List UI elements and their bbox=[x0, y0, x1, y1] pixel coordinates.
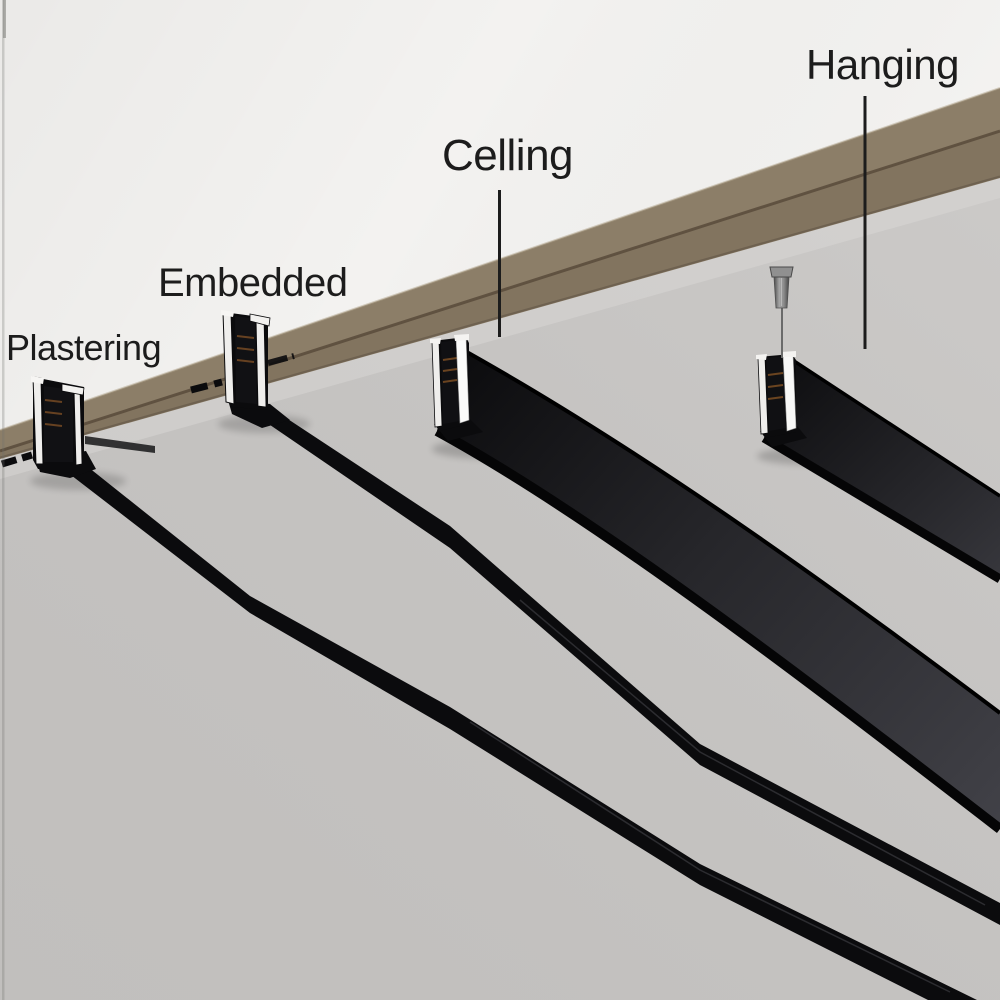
label-plastering: Plastering bbox=[6, 327, 161, 368]
embedded-right-wall bbox=[255, 316, 267, 408]
celling-band-sheen bbox=[437, 346, 1000, 829]
track-head-celling bbox=[430, 334, 483, 441]
plastering-right-flange bbox=[61, 383, 85, 396]
hanging-band-bottom-rim bbox=[761, 434, 1000, 583]
plastering-conductor-ribs bbox=[44, 399, 63, 427]
plastering-left-flange bbox=[31, 376, 44, 384]
plastering-slot-shadow-right bbox=[85, 436, 155, 453]
hanging-band-top-edge bbox=[793, 359, 1000, 498]
suspension-hardware bbox=[769, 266, 794, 358]
celling-band-bottom-rim bbox=[434, 426, 1000, 833]
suspension-fitting-cap bbox=[769, 266, 794, 278]
embedded-conductor-ribs bbox=[236, 335, 255, 363]
left-edge-artifact bbox=[2, 0, 5, 1000]
label-celling: Celling bbox=[442, 131, 573, 180]
celling-head-cavity bbox=[441, 340, 460, 424]
celling-left-flange bbox=[430, 338, 441, 344]
hanging-band-sheen bbox=[764, 361, 1000, 579]
track-celling-band bbox=[434, 344, 1000, 833]
celling-right-flange bbox=[454, 334, 469, 341]
hanging-right-flange bbox=[781, 351, 796, 357]
label-embedded: Embedded bbox=[158, 261, 347, 305]
track-head-plastering bbox=[31, 376, 96, 478]
plastering-slot-dashes-left bbox=[0, 451, 34, 468]
left-edge-artifact-top bbox=[3, 0, 6, 38]
hanging-left-flange bbox=[756, 354, 767, 360]
track-hanging-band bbox=[761, 359, 1000, 583]
embedded-left-flange bbox=[221, 310, 234, 317]
track-head-embedded bbox=[221, 310, 290, 428]
hanging-conductor-ribs bbox=[767, 372, 784, 400]
plastering-head-cavity bbox=[44, 386, 73, 462]
embedded-slot-dashes-right bbox=[267, 353, 295, 366]
plastering-slot-highlight bbox=[469, 721, 951, 993]
track-embedded-slot bbox=[254, 402, 1000, 925]
embedded-slot-dashes-left bbox=[190, 378, 223, 394]
embedded-right-flange bbox=[249, 313, 271, 327]
label-hanging: Hanging bbox=[806, 41, 959, 88]
track-head-hanging bbox=[756, 351, 807, 447]
celling-band-top-edge bbox=[455, 344, 1000, 715]
celling-conductor-ribs bbox=[442, 357, 458, 383]
hanging-head-cavity bbox=[766, 356, 786, 431]
embedded-slot-highlight bbox=[519, 599, 986, 906]
